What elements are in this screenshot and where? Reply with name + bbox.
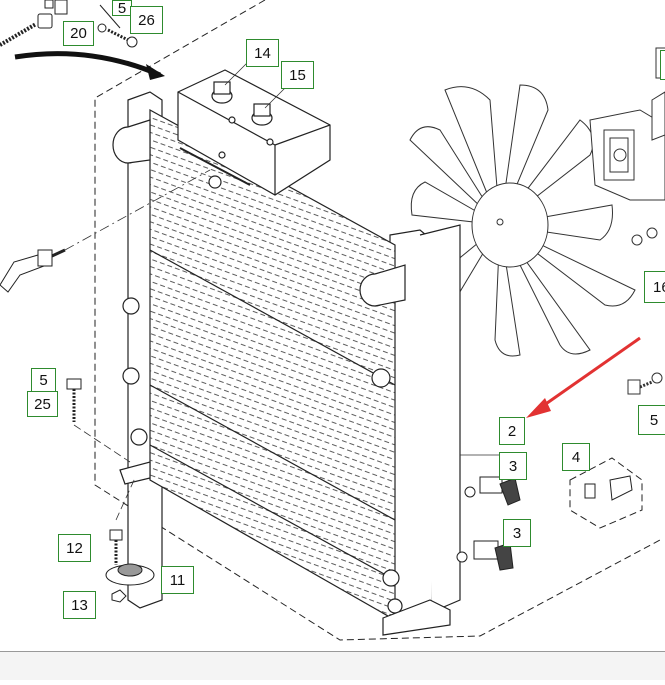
left-bolt — [66, 378, 82, 422]
callout-4: 4 — [562, 443, 590, 471]
bottom-band — [0, 652, 665, 680]
callout-15: 15 — [281, 61, 314, 89]
callout-12: 12 — [58, 534, 91, 562]
callout-25: 25 — [27, 391, 58, 417]
callout-11: 11 — [161, 566, 194, 594]
motion-arrow — [14, 51, 161, 78]
callout-3-bottom: 3 — [503, 519, 531, 547]
callout-16-partial: 16 — [644, 271, 665, 303]
callout-2: 2 — [499, 417, 525, 445]
assembly-boundary — [94, 0, 661, 641]
callout-5-left: 5 — [31, 368, 56, 392]
drain-valves — [456, 476, 521, 571]
callout-5-right: 5 — [638, 405, 665, 435]
right-bolt — [627, 372, 663, 395]
fan-hub-assembly — [589, 47, 665, 246]
callout-3-top: 3 — [499, 452, 527, 480]
callout-13: 13 — [63, 591, 96, 619]
mount-assembly — [105, 529, 155, 603]
bottom-divider — [0, 651, 665, 652]
callout-26: 26 — [130, 6, 163, 34]
temperature-sensor — [0, 248, 66, 293]
fan — [409, 84, 636, 357]
callout-20: 20 — [63, 21, 94, 46]
callout-right-edge-partial — [660, 50, 665, 80]
red-arrow — [539, 336, 641, 410]
leader-line-sensor — [64, 169, 211, 251]
callout-14: 14 — [246, 39, 279, 67]
radiator — [112, 69, 461, 636]
top-left-hardware — [0, 0, 138, 48]
part-4-group — [569, 457, 643, 529]
callout-5-top: 5 — [112, 0, 132, 17]
